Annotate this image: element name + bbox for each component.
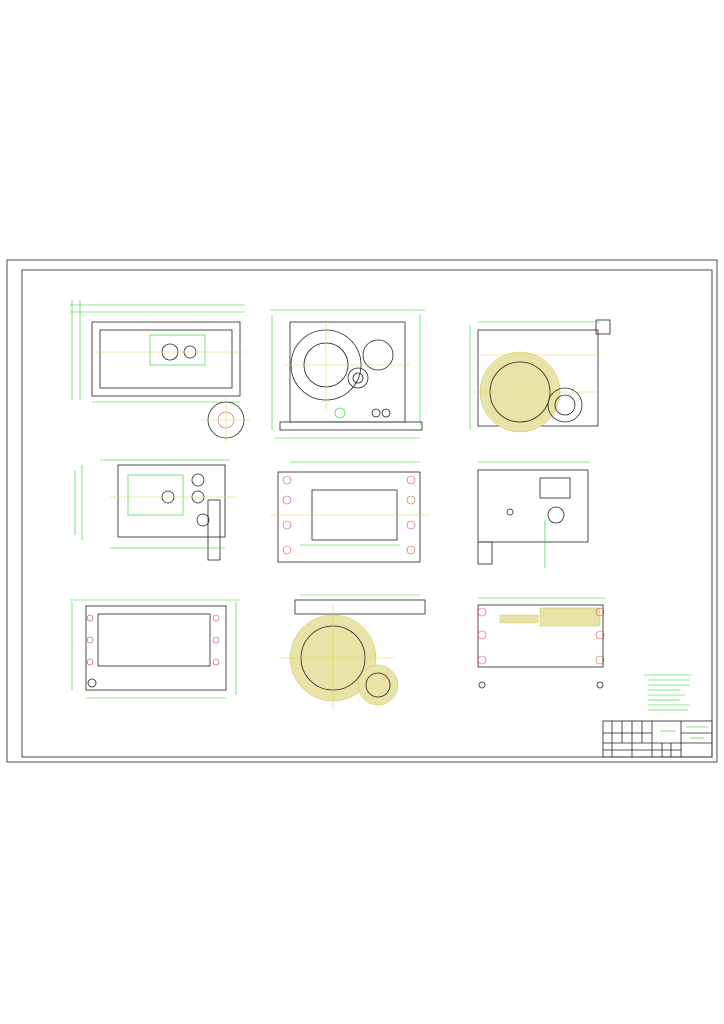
sheet-outer-border bbox=[6, 259, 718, 763]
side-view-right bbox=[477, 461, 590, 568]
side-view-left bbox=[74, 459, 235, 561]
front-view-center bbox=[270, 309, 425, 439]
top-view-left bbox=[70, 300, 250, 442]
bottom-view-left bbox=[70, 599, 240, 699]
title-block bbox=[602, 720, 713, 758]
sheet-inner-border bbox=[21, 269, 713, 758]
section-view-center bbox=[280, 594, 426, 710]
plan-view-center bbox=[270, 461, 430, 563]
technical-notes bbox=[644, 674, 692, 711]
section-view-right-lower bbox=[477, 597, 605, 689]
section-view-right bbox=[469, 319, 611, 433]
